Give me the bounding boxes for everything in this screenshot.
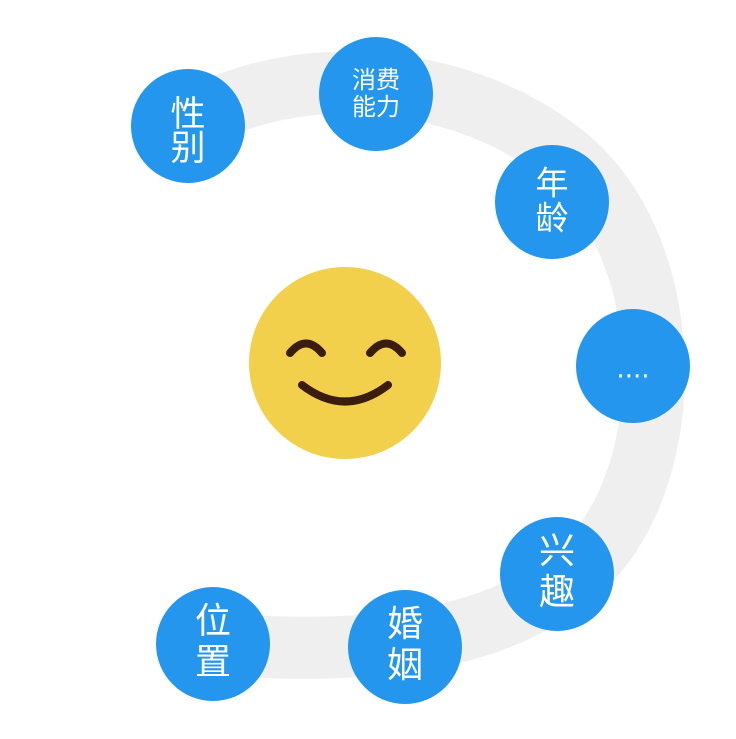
node-interests-circle [500,517,614,631]
smiling-face-icon [249,267,441,459]
node-interests-label-line1: 兴 [539,531,575,572]
node-more[interactable]: .... [576,309,690,423]
node-marriage-label-line1: 婚 [387,604,423,645]
node-interests[interactable]: 兴 趣 [500,517,614,631]
node-marriage-label-line2: 姻 [387,645,423,686]
node-gender-circle [131,69,245,183]
node-marriage-circle [348,590,462,704]
node-gender-label-line1: 性 [170,95,205,135]
node-more-label: .... [616,355,649,385]
node-gender-label-line2: 别 [170,129,205,169]
node-spending-power[interactable]: 消费 能力 [319,37,433,151]
node-spending-power-label-line2: 能力 [352,93,400,121]
node-location-label-line1: 位 [195,601,231,642]
node-age[interactable]: 年 龄 [495,145,609,259]
node-gender[interactable]: 性 别 [131,69,245,183]
node-more-circle [576,309,690,423]
node-spending-power-label-line1: 消费 [352,66,400,94]
right-eye [366,339,406,357]
node-marriage[interactable]: 婚 姻 [348,590,462,704]
node-age-label-line2: 龄 [536,199,569,238]
node-location-label-line2: 置 [195,642,231,683]
node-location-circle [156,587,270,701]
node-age-label-line1: 年 [536,164,569,203]
face-circle [249,267,441,459]
node-location[interactable]: 位 置 [156,587,270,701]
node-interests-label-line2: 趣 [539,572,575,613]
mouth [298,381,392,406]
left-eye [286,339,326,357]
node-spending-power-circle [319,37,433,151]
node-age-circle [495,145,609,259]
